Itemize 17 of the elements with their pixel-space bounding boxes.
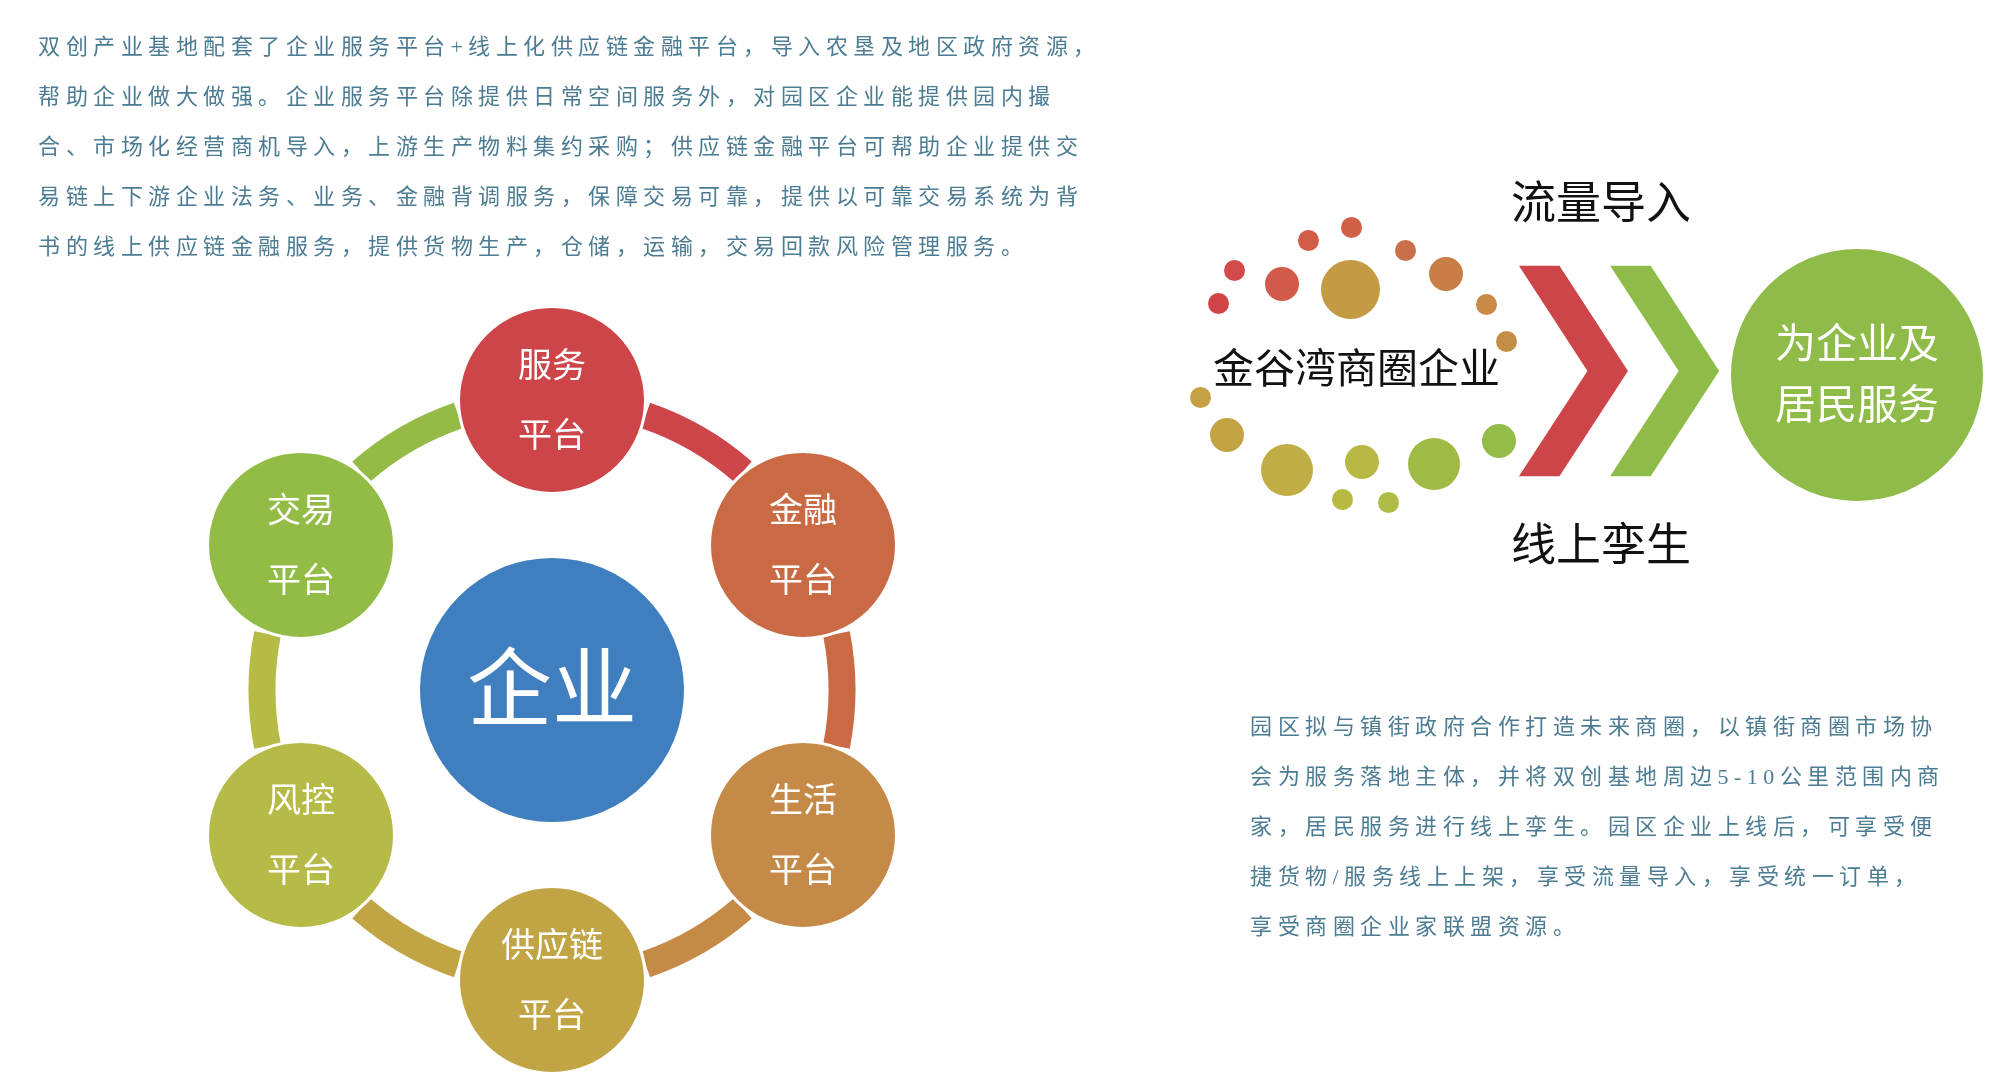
arc-connector (823, 632, 856, 748)
platform-circle: 交易平台 (206, 450, 396, 640)
platform-circle: 生活平台 (708, 740, 898, 930)
arc-connector (248, 632, 281, 748)
platform-circle: 风控平台 (206, 740, 396, 930)
caption-text: 线上孪生 (1511, 519, 1691, 573)
chevron-arrow (1610, 265, 1720, 477)
center-circle: 企业 (420, 558, 684, 822)
chevron-arrow (1518, 265, 1628, 477)
paragraph: 园区拟与镇街政府合作打造未来商圈，以镇街商圈市场协会为服务落地主体，并将双创基地周边5-10公里范围内商家，居民服务进行线上孪生。园区企业上线后，可享受便捷货物/服务线上上架，享受流量导入，享受统一订单，享受商圈企业家联盟资源。 (1250, 713, 1946, 941)
paragraph: 双创产业基地配套了企业服务平台+线上化供应链金融平台，导入农垦及地区政府资源，帮助企业做大做强。企业服务平台除提供日常空间服务外，对园区企业能提供园内撮合、市场化经营商机导入，上游生产物料集约采购；供应链金融平台可帮助企业提供交易链上下游企业法务、业务、金融背调服务，保障交易可靠，提供以可靠交易系统为背书的线上供应链金融服务，提供货物生产，仓储，运输，交易回款风险管理服务。 (38, 33, 1102, 261)
platform-circle: 供应链平台 (457, 885, 647, 1075)
caption-text: 流量导入 (1511, 177, 1691, 231)
node-label: 金谷湾商圈企业 (1212, 345, 1500, 395)
platform-circle: 金融平台 (708, 450, 898, 640)
platform-circle: 服务平台 (457, 305, 647, 495)
service-circle: 为企业及居民服务 (1731, 249, 1983, 501)
